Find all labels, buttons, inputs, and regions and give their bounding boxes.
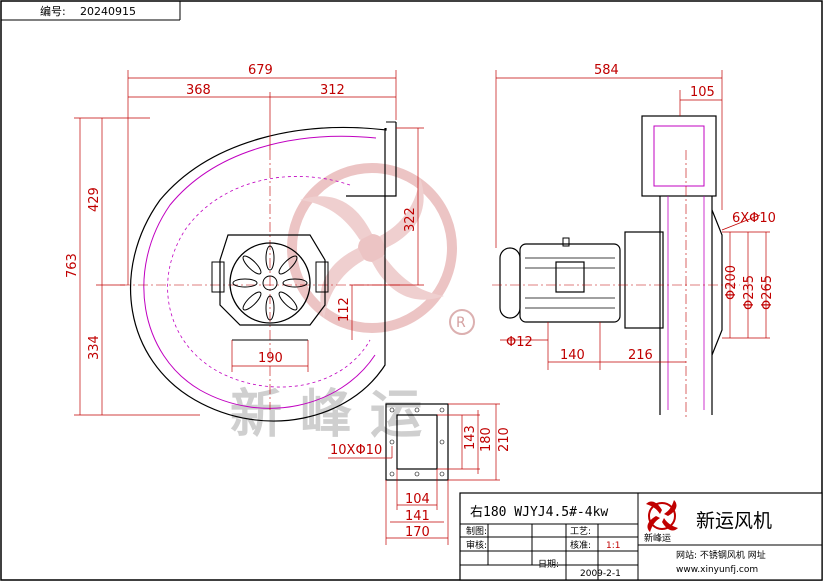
dim-side-bolt-spec: 6XΦ10 xyxy=(732,211,776,226)
row2-mid-label: 核准: xyxy=(570,539,591,551)
impeller-blades xyxy=(232,245,308,321)
dim-d200: Φ200 xyxy=(724,265,739,300)
dim-base-width: 190 xyxy=(258,351,283,366)
front-view: 679 368 312 763 429 334 322 112 190 xyxy=(65,63,424,422)
doc-no: 20240915 xyxy=(80,5,136,18)
motor-body xyxy=(519,243,621,323)
dim-overall-depth: 584 xyxy=(594,63,619,78)
side-view: 584 105 6XΦ10 Φ200 Φ235 Φ265 Φ12 140 216 xyxy=(492,63,776,420)
front-dimensions xyxy=(74,70,424,416)
dim-overall-width: 679 xyxy=(248,63,273,78)
flange-outer xyxy=(385,403,449,481)
dim-overall-height: 763 xyxy=(65,253,80,278)
dim-top-height: 429 xyxy=(87,187,102,212)
motor-ear-right xyxy=(315,261,329,293)
impeller xyxy=(229,242,311,324)
row1-mid-label: 工艺: xyxy=(570,526,591,537)
row2-mid-value: 1:1 xyxy=(606,541,620,551)
outlet-flange-detail: 143 180 210 104 141 170 10XΦ10 xyxy=(328,403,512,545)
dim-bottom-height: 334 xyxy=(87,335,102,360)
flange-inner xyxy=(396,414,438,470)
dim-left-width: 368 xyxy=(186,83,211,98)
inlet-cone xyxy=(711,209,723,356)
doc-no-label: 编号: xyxy=(40,4,66,18)
flange-dimensions xyxy=(328,403,500,545)
flange-holes xyxy=(389,407,445,477)
row3-mid-label: 日期: xyxy=(538,559,559,570)
dim-h210: 210 xyxy=(497,427,512,452)
title-block: 右180 WJYJ4.5#-4kw 制图: 工艺: 审核: 核准: 1:1 日期… xyxy=(459,492,823,581)
motor-flange xyxy=(219,234,326,326)
outlet-flange-inner xyxy=(653,125,705,187)
volute-hidden xyxy=(143,135,377,409)
logo-caption: 新峰运 xyxy=(644,532,671,544)
watermark-logo: R xyxy=(287,163,475,335)
hub xyxy=(262,275,278,291)
website-url: www.xinyunfj.com xyxy=(676,565,758,575)
dim-w141: 141 xyxy=(405,509,430,524)
dim-w170: 170 xyxy=(405,525,430,540)
svg-text:R: R xyxy=(456,315,466,331)
bolt-circle xyxy=(167,176,371,388)
row1-label: 制图: xyxy=(466,525,487,537)
row2-label: 审核: xyxy=(466,539,487,551)
dim-flange-bolt-spec: 10XΦ10 xyxy=(330,443,382,458)
outlet-flange-side xyxy=(641,115,717,197)
dim-h180: 180 xyxy=(479,427,494,452)
motor-ear-left xyxy=(211,261,225,293)
volute-outer xyxy=(129,126,387,422)
motor-flange-side xyxy=(624,231,664,329)
side-dimensions xyxy=(495,70,770,370)
dim-motor-2: 216 xyxy=(628,348,653,363)
row3-mid-value: 2009-2-1 xyxy=(580,569,621,579)
dim-shaft-dia: Φ12 xyxy=(506,335,533,350)
website-label: 网站: 不锈钢风机 网址 xyxy=(676,549,766,561)
dim-w104: 104 xyxy=(405,492,430,507)
dim-flange-depth: 105 xyxy=(690,85,715,100)
dim-d235: Φ235 xyxy=(742,275,757,310)
watermark-text: 新峰运 xyxy=(230,384,440,445)
outlet-duct xyxy=(346,122,397,197)
motor-fins xyxy=(525,257,615,309)
model-label: 右180 WJYJ4.5#-4kw xyxy=(470,505,608,520)
terminal-box xyxy=(555,261,585,293)
dim-base-height: 112 xyxy=(337,297,352,322)
company-logo xyxy=(646,500,678,532)
dim-d265: Φ265 xyxy=(760,275,775,310)
dim-motor-1: 140 xyxy=(560,348,585,363)
dim-right-width: 312 xyxy=(320,83,345,98)
dim-h143: 143 xyxy=(463,425,478,450)
dim-outlet-offset: 322 xyxy=(403,207,418,232)
company-name: 新运风机 xyxy=(696,510,772,532)
motor-fan-cover xyxy=(499,247,521,319)
